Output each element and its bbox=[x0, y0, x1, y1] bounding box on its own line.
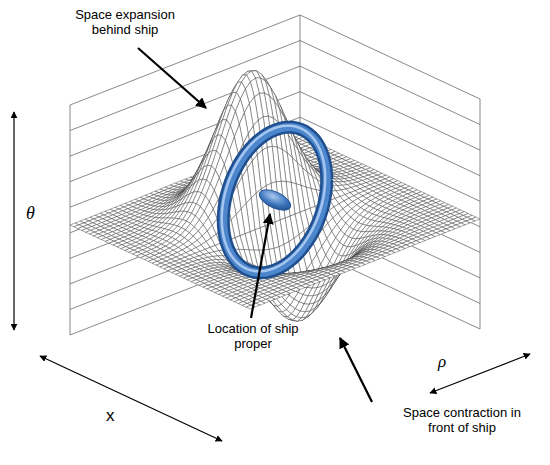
box-gridline bbox=[480, 99, 481, 329]
mesh-cell bbox=[332, 269, 341, 280]
box-gridline bbox=[300, 41, 480, 125]
box-gridline bbox=[300, 66, 480, 150]
box-gridline bbox=[300, 245, 480, 329]
surface-mesh bbox=[70, 71, 480, 321]
axis-box bbox=[70, 15, 480, 335]
box-gridline bbox=[70, 143, 300, 233]
box-gridline bbox=[300, 15, 480, 99]
box-gridline bbox=[70, 105, 71, 335]
box-gridline bbox=[300, 219, 480, 303]
